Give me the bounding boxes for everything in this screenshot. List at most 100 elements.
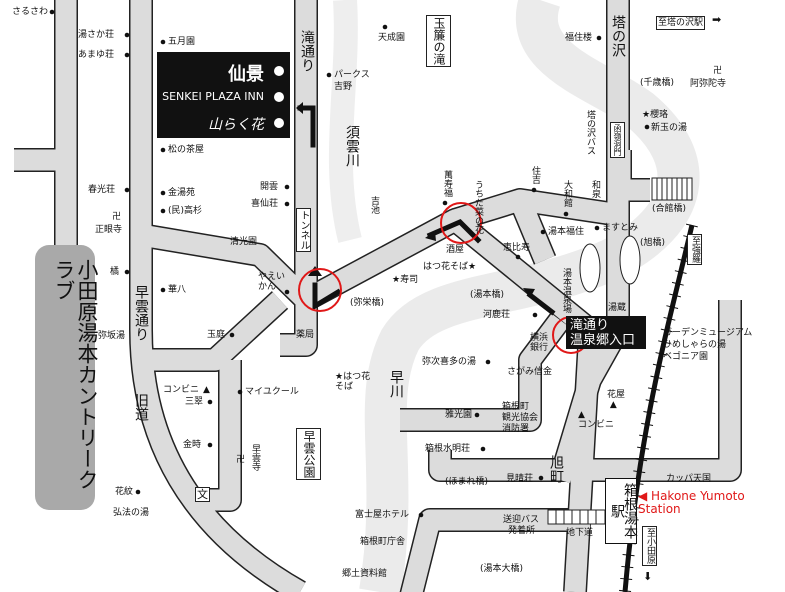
place-sakaya: 酒屋 — [446, 245, 465, 255]
senkei-plaza-inn-sign[interactable]: 仙景 SENKEI PLAZA INN 山らく花 — [157, 52, 290, 138]
station-english-text: Hakone Yumoto Station — [638, 489, 745, 516]
place-yoraku-text: 櫻珞 — [650, 110, 669, 120]
place-sarusawa: さるさわ — [12, 7, 49, 17]
place-onsenba: 湯本温泉場 — [561, 268, 571, 313]
place-shunko: 春光荘 — [88, 185, 116, 195]
place-hatsuhana-2: はつ花そば★ — [423, 262, 477, 272]
place-tonosawa-bus: 塔の沢バス — [585, 110, 595, 155]
homare-bridge: (ほまれ橋) — [445, 477, 489, 487]
temple-icon: 卍 — [112, 212, 122, 222]
place-miharashi: 見晴荘 — [506, 474, 534, 484]
place-sounji: 早雲寺 — [250, 444, 260, 471]
place-hatsuhana-2-text: はつ花そば — [423, 262, 469, 272]
country-club-area: 小田原湯本カントリークラブ — [35, 245, 99, 510]
taki-arrow — [297, 105, 316, 148]
place-shogenji: 正眼寺 — [95, 225, 123, 235]
aikan-bridge-label: (合館橋) — [652, 204, 687, 214]
taki-street-entrance-sign: 滝通り 温泉郷入口 — [566, 316, 646, 349]
place-amayu: あまゆ荘 — [78, 50, 115, 60]
place-konbini-2-text: コンビニ — [578, 420, 615, 430]
asahi-bridge-right — [619, 235, 641, 285]
place-fukuzumi: 湯本福住 — [548, 227, 585, 237]
place-kintoki: 金時 — [183, 440, 202, 450]
place-bus-2: 発着所 — [508, 526, 536, 536]
arrow-down-icon: ⬇ — [643, 570, 653, 583]
entrance-line1: 滝通り — [570, 318, 610, 333]
to-odawara[interactable]: 至小田原 — [642, 526, 657, 566]
store-icon: ▲ — [203, 385, 210, 395]
aikan-bridge — [651, 177, 693, 201]
place-garden-3: ベゴニア園 — [663, 352, 709, 362]
place-chosha: 箱根町庁舎 — [360, 537, 406, 547]
place-konbini-2: ▲コンビニ — [578, 410, 615, 430]
place-parks: パークス — [334, 70, 370, 80]
temple-icon: 卍 — [236, 455, 246, 465]
place-yaeikan: やえいかん — [258, 272, 286, 292]
place-konbini-1: コンビニ — [163, 385, 200, 395]
inn-name-english: SENKEI PLAZA INN — [162, 90, 264, 103]
place-hanaya: 花屋 ▲ — [607, 390, 626, 410]
yasaka-bridge: (弥栄橋) — [350, 298, 385, 308]
place-garden-2: ひめしゃらの湯 — [663, 340, 727, 350]
place-kanko-1: 箱根町 — [502, 402, 530, 412]
place-sagami: さがみ信金 — [507, 367, 553, 377]
chitose-bridge: (千歳橋) — [640, 78, 675, 88]
place-hanaya-text: 花屋 — [607, 390, 626, 400]
place-yajikita: 弥次喜多の湯 — [422, 357, 477, 367]
asahi-bridge-left — [579, 243, 601, 293]
place-manjufuku: 萬寿福 — [442, 170, 452, 197]
inn-name-sub: 山らく花 — [208, 117, 264, 133]
place-kanko-3: 消防署 — [502, 424, 530, 434]
place-myucool: マイユクール — [245, 387, 299, 397]
place-suimei: 箱根水明荘 — [425, 444, 471, 454]
place-kappa: カッパ天国 — [666, 474, 712, 484]
place-sushi-text: 寿司 — [400, 275, 419, 285]
place-kanko-2: 観光協会 — [502, 413, 539, 423]
place-yokohama: 横浜銀行 — [530, 333, 549, 353]
place-kyodo: 郷土資料館 — [342, 569, 388, 579]
place-amidaji: 阿弥陀寺 — [690, 79, 727, 89]
entrance-line2: 温泉郷入口 — [570, 333, 636, 348]
place-ebisu: 恵比寿 — [503, 243, 531, 253]
inn-dot — [274, 66, 284, 76]
place-kinto: 金湯苑 — [168, 188, 196, 198]
haya-river-label: 早川 — [388, 370, 404, 398]
place-yoshino: 吉野 — [334, 82, 353, 92]
kanrei-domon-label: 函嶺洞門 — [610, 122, 625, 158]
place-sushi: ★寿司 — [392, 275, 419, 285]
place-sansui: 三翠 — [185, 397, 204, 407]
place-kajika: 河鹿荘 — [483, 310, 511, 320]
place-tensei: 天成園 — [378, 33, 406, 43]
hakone-yumoto-station[interactable]: 箱根湯本駅 — [605, 478, 638, 544]
place-chikado: 地下道 — [566, 528, 594, 538]
soun-street-label: 早雲通り — [133, 285, 149, 341]
place-seiko: 清光園 — [230, 237, 258, 247]
to-tonosawa-station[interactable]: 至塔の沢駅 — [656, 16, 706, 30]
yumoto-ohashi-bridge: (湯本大橋) — [480, 564, 524, 574]
place-yoshiike: 吉池 — [369, 196, 379, 214]
inn-name-kanji: 仙景 — [228, 64, 264, 85]
asahi-bridge: (旭橋) — [640, 238, 666, 248]
place-hatsuhana-1-text: はつ花そば — [335, 372, 371, 392]
soun-park-label: 早雲公園 — [296, 428, 321, 480]
station-english-label: ◀ Hakone Yumoto Station — [638, 489, 745, 516]
inn-dot — [274, 92, 284, 102]
to-gora[interactable]: 至強羅 — [687, 234, 702, 265]
place-shintama: 新玉の湯 — [651, 123, 688, 133]
place-fujiya: 富士屋ホテル — [355, 510, 410, 520]
place-hatsuhana-1: ★はつ花そば — [335, 372, 371, 392]
place-uchida: うちだ菜の花 — [473, 180, 483, 234]
place-yusaka: 湯さか荘 — [78, 30, 115, 40]
place-kamon: 花紋 — [115, 487, 134, 497]
tonosawa-label: 塔の沢 — [610, 15, 626, 57]
place-sumiyoshi: 住吉 — [530, 166, 540, 184]
tamadare-falls-label: 玉簾の滝 — [426, 15, 451, 67]
place-yamato: 大和館 — [562, 180, 572, 207]
place-kobo: 弘法の湯 — [113, 508, 150, 518]
sugumo-river-label: 須雲川 — [344, 125, 360, 167]
asahi-town-label: 旭町 — [548, 455, 564, 483]
place-bus-1: 送迎バス — [503, 515, 540, 525]
inn-dot — [274, 118, 284, 128]
place-tachibana: 橘 — [110, 267, 120, 277]
